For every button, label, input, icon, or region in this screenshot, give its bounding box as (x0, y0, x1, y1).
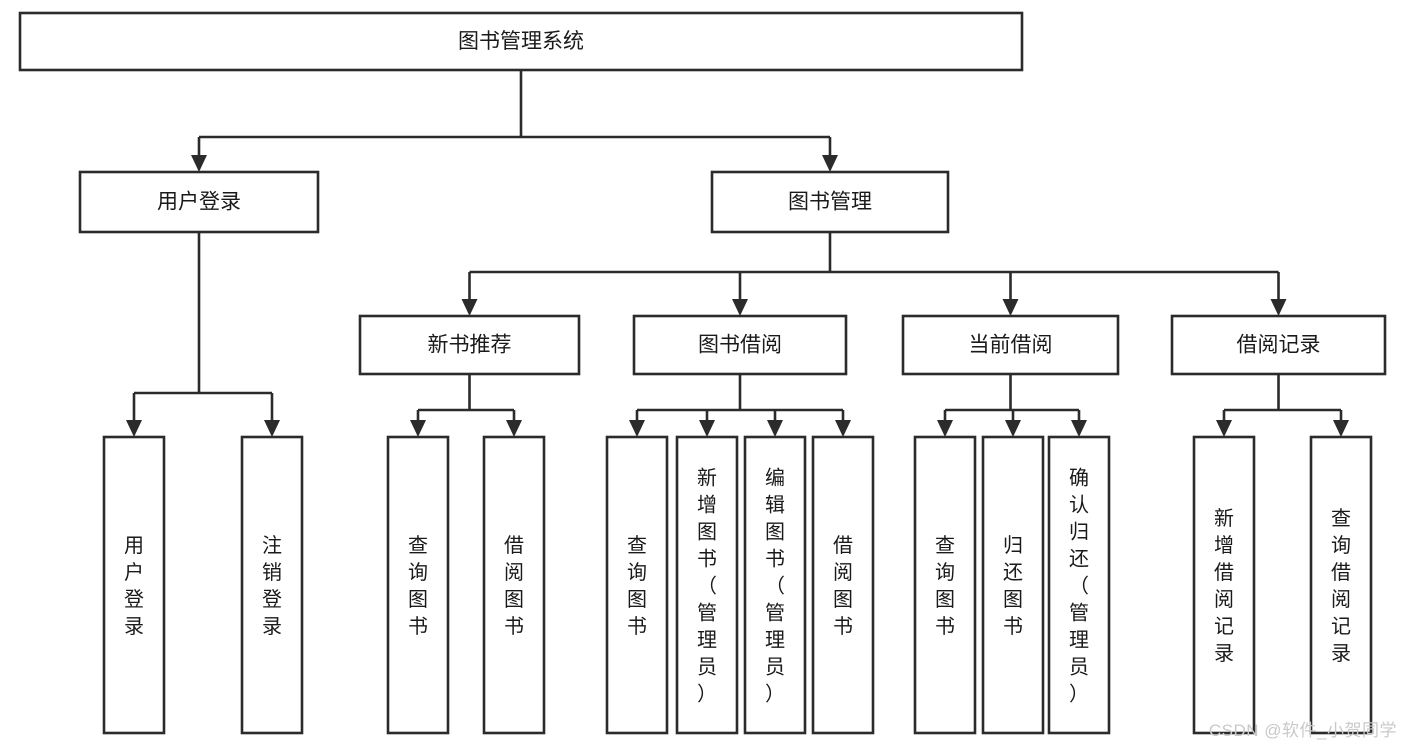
node-leaf-query-book-3[interactable]: 查询图书 (913, 435, 977, 735)
node-box (1192, 435, 1256, 735)
node-box (482, 435, 546, 735)
node-leaf-add-book[interactable]: 新增图书（管理员） (675, 435, 739, 735)
node-box (1170, 314, 1387, 376)
node-box (811, 435, 875, 735)
node-label: 新增图书（管理员） (697, 467, 717, 706)
node-label: 查询图书 (627, 534, 647, 638)
node-leaf-confirm-return[interactable]: 确认归还（管理员） (1047, 435, 1111, 735)
arrow-head-icon (1333, 420, 1349, 437)
watermark-label: CSDN @软件_小贺同学 (1208, 721, 1397, 740)
node-label: 当前借阅 (969, 334, 1053, 357)
arrow-head-icon (1002, 299, 1019, 316)
node-label: 图书借阅 (698, 334, 782, 357)
node-root[interactable]: 图书管理系统 (18, 11, 1024, 72)
node-box (1047, 435, 1111, 735)
arrow-head-icon (822, 155, 838, 172)
node-leaf-query-book-1[interactable]: 查询图书 (386, 435, 450, 735)
node-box (913, 435, 977, 735)
node-borrow-record[interactable]: 借阅记录 (1170, 314, 1387, 376)
arrow-head-icon (410, 420, 426, 437)
node-book-borrow[interactable]: 图书借阅 (632, 314, 848, 376)
node-leaf-return-book[interactable]: 归还图书 (981, 435, 1045, 735)
arrow-head-icon (191, 155, 207, 172)
node-box (632, 314, 848, 376)
connectors-layer (126, 70, 1349, 437)
node-label: 查询图书 (408, 534, 428, 638)
arrow-head-icon (1071, 420, 1087, 437)
node-box (981, 435, 1045, 735)
node-label: 借阅图书 (833, 534, 853, 638)
node-label: 图书管理系统 (458, 30, 584, 53)
node-box (743, 435, 807, 735)
arrow-head-icon (937, 420, 953, 437)
arrow-head-icon (461, 299, 478, 316)
node-label: 新书推荐 (428, 334, 512, 357)
arrow-head-icon (1270, 299, 1287, 316)
node-label: 用户登录 (124, 535, 144, 638)
node-user-login[interactable]: 用户登录 (78, 170, 320, 234)
node-leaf-add-record[interactable]: 新增借阅记录 (1192, 435, 1256, 735)
node-leaf-borrow-book-1[interactable]: 借阅图书 (482, 435, 546, 735)
node-leaf-edit-book[interactable]: 编辑图书（管理员） (743, 435, 807, 735)
node-label: 确认归还（管理员） (1069, 467, 1089, 706)
node-box (675, 435, 739, 735)
node-box (18, 11, 1024, 72)
node-box (605, 435, 669, 735)
node-new-book-rec[interactable]: 新书推荐 (358, 314, 581, 376)
node-label: 归还图书 (1003, 534, 1023, 638)
node-label: 编辑图书（管理员） (765, 467, 785, 706)
node-box (358, 314, 581, 376)
node-box (386, 435, 450, 735)
node-box (710, 170, 950, 234)
nodes-layer: 图书管理系统用户登录图书管理新书推荐图书借阅当前借阅借阅记录用户登录注销登录查询… (18, 11, 1387, 735)
node-leaf-user-login[interactable]: 用户登录 (102, 435, 166, 735)
node-label: 注销登录 (262, 534, 282, 638)
node-label: 图书管理 (788, 191, 872, 214)
arrow-head-icon (1216, 420, 1232, 437)
node-leaf-query-record[interactable]: 查询借阅记录 (1309, 435, 1373, 735)
node-book-manage[interactable]: 图书管理 (710, 170, 950, 234)
node-current-borrow[interactable]: 当前借阅 (901, 314, 1120, 376)
node-box (901, 314, 1120, 376)
node-label: 查询图书 (935, 534, 955, 638)
arrow-head-icon (629, 420, 645, 437)
node-leaf-logout[interactable]: 注销登录 (240, 435, 304, 735)
arrow-head-icon (126, 420, 142, 437)
arrow-head-icon (264, 420, 280, 437)
arrow-head-icon (835, 420, 851, 437)
node-box (1309, 435, 1373, 735)
node-label: 用户登录 (157, 191, 241, 214)
node-box (102, 435, 166, 735)
node-label: 新增借阅记录 (1214, 507, 1234, 665)
arrow-head-icon (732, 299, 748, 316)
node-box (78, 170, 320, 234)
arrow-head-icon (767, 420, 783, 437)
arrow-head-icon (1005, 420, 1021, 437)
arrow-head-icon (699, 420, 715, 437)
arrow-head-icon (506, 420, 522, 437)
node-leaf-borrow-book-2[interactable]: 借阅图书 (811, 435, 875, 735)
node-label: 查询借阅记录 (1331, 507, 1351, 665)
node-label: 借阅记录 (1237, 334, 1321, 357)
node-label: 借阅图书 (504, 534, 524, 638)
node-box (240, 435, 304, 735)
node-leaf-query-book-2[interactable]: 查询图书 (605, 435, 669, 735)
